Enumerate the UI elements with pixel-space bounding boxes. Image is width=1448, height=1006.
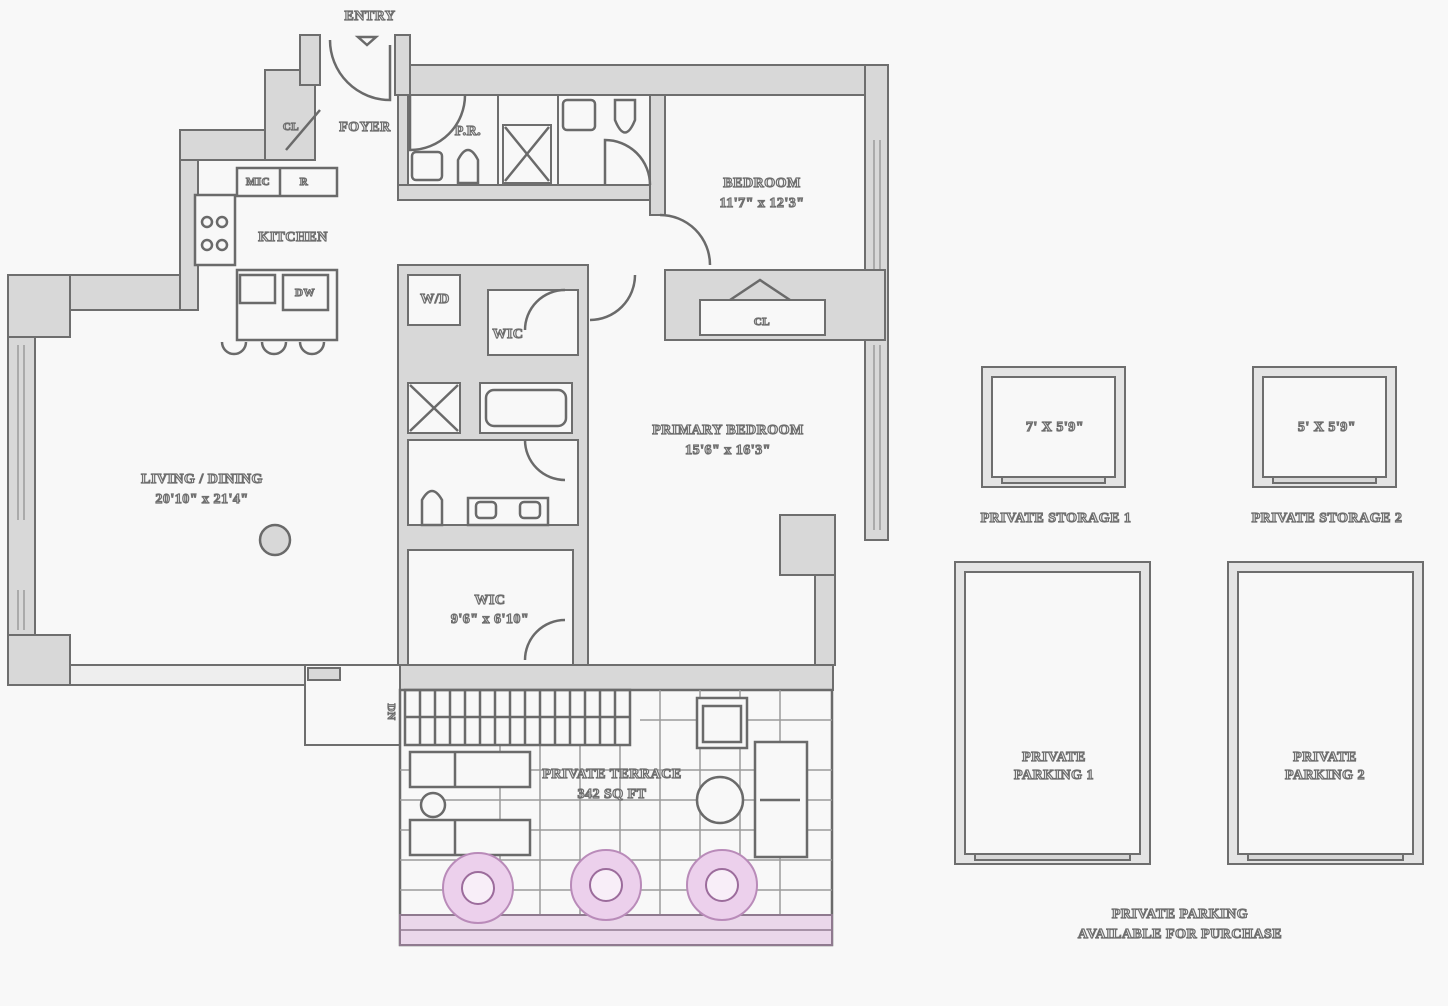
label-parking-note-line2: AVAILABLE FOR PURCHASE [1078,927,1282,942]
label-wic-large-dims: 9'6" x 6'10" [451,612,529,627]
parking-1 [954,561,1151,865]
planter-1 [442,852,514,924]
label-wic-large: WIC [474,593,505,608]
label-parking-1-line2: PARKING 1 [1014,768,1094,783]
label-bedroom-closet: CL [754,316,770,328]
label-living-dining: LIVING / DINING [141,472,263,487]
top-baths [407,94,652,186]
label-washer-dryer: W/D [420,292,450,307]
parking-2 [1227,561,1424,865]
label-parking-2-line1: PRIVATE [1293,750,1357,765]
label-primary-bedroom: PRIMARY BEDROOM [652,423,804,438]
label-parking-note-line1: PRIVATE PARKING [1112,907,1248,922]
label-kitchen: KITCHEN [258,230,328,245]
label-entry: ENTRY [344,9,395,24]
label-stairs-down: DN [385,704,397,721]
label-parking-2-line2: PARKING 2 [1285,768,1365,783]
label-parking-1-line1: PRIVATE [1022,750,1086,765]
label-refrigerator: R [300,176,309,188]
label-foyer: FOYER [339,120,391,135]
planter-3 [686,849,758,921]
label-terrace: PRIVATE TERRACE [542,767,681,782]
label-terrace-area: 342 SQ FT [577,787,646,802]
label-bedroom-dims: 11'7" x 12'3" [719,196,804,211]
label-storage-2: PRIVATE STORAGE 2 [1252,511,1403,526]
label-microwave: MIC [246,176,270,188]
label-powder-room: P.R. [455,124,481,139]
label-foyer-closet: CL [283,121,299,133]
label-dishwasher: DW [295,287,315,299]
label-storage-2-dims: 5' X 5'9" [1298,420,1356,435]
label-living-dining-dims: 20'10" x 21'4" [155,492,248,507]
planter-2 [570,849,642,921]
bath-block [407,274,579,666]
label-storage-1-dims: 7' X 5'9" [1026,420,1084,435]
label-bedroom: BEDROOM [723,176,800,191]
label-storage-1: PRIVATE STORAGE 1 [981,511,1132,526]
entry-arrow-icon [354,35,380,47]
storage-2 [1252,366,1397,488]
label-primary-bedroom-dims: 15'6" x 16'3" [685,443,771,458]
terrace [304,664,834,947]
storage-1 [981,366,1126,488]
label-wic-small: WIC [492,327,523,342]
kitchen-fixtures [193,166,339,557]
